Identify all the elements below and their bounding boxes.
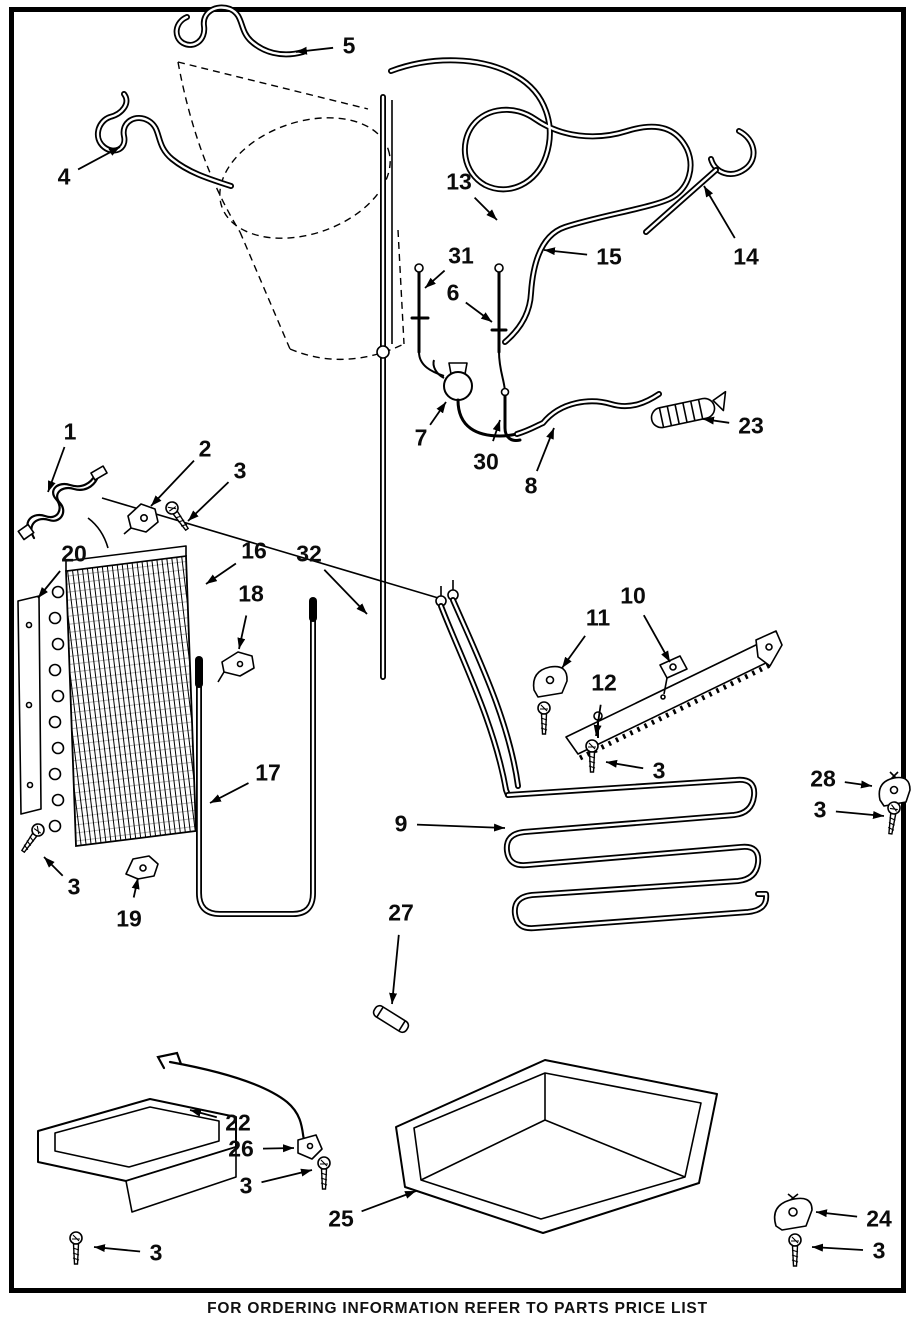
wire-harness-1 [17,465,108,541]
defrost-heater-9 [435,580,770,932]
condenser-tube-5 [173,4,306,58]
screw-3 [585,739,599,773]
callout-arrow-26 [262,1144,295,1153]
callout-arrow-5 [295,46,334,55]
callout-arrow-32 [323,569,368,615]
callout-arrow-23 [702,416,730,425]
callout-arrow-24 [815,1209,858,1218]
drain-pan-25 [395,1059,718,1234]
capillary-tube-32 [101,94,446,680]
bracket-26 [297,1134,323,1160]
callout-arrow-16 [205,562,237,585]
callout-arrow-1 [47,446,66,493]
callout-arrow-3 [605,759,644,770]
callout-arrow-25 [361,1190,417,1213]
callout-arrow-28 [844,780,873,789]
evaporator-16 [48,517,197,848]
clip-24 [773,1193,813,1231]
callout-arrow-22 [189,1108,218,1119]
page-border [9,7,906,1293]
footer-note: FOR ORDERING INFORMATION REFER TO PARTS … [207,1300,708,1317]
callout-arrow-3 [261,1168,313,1184]
tube-8 [514,391,662,437]
condenser-tube-4 [94,91,234,189]
callout-arrows [37,46,885,1253]
callout-arrow-11 [561,635,586,669]
bracket-2 [123,503,159,535]
tube-30 [500,387,522,442]
support-rail-10 [565,630,783,761]
screw-3 [788,1233,802,1267]
screw-3 [69,1231,83,1265]
callout-arrow-19 [131,877,140,898]
callout-arrow-3 [187,481,230,522]
callout-arrow-20 [37,570,61,599]
clip-28 [878,771,911,807]
discharge-tube-13 [388,57,694,345]
screw-3 [17,820,48,856]
callout-arrow-8 [536,427,555,472]
callout-arrow-9 [416,823,506,832]
callout-arrow-10 [643,614,671,663]
tube-27 [372,1004,410,1034]
callout-arrow-17 [209,782,249,804]
callout-arrow-15 [543,247,588,256]
water-valve-7 [432,359,519,438]
callout-arrow-3 [811,1243,864,1252]
tube-14 [643,128,757,235]
side-panel-20 [17,595,42,815]
callout-arrow-2 [150,459,195,507]
callout-arrow-12 [593,704,602,737]
wire-22 [156,1051,308,1151]
callout-arrow-3 [43,856,64,877]
bracket-18 [217,651,255,683]
callout-arrow-14 [703,185,736,239]
callout-arrow-13 [473,196,498,221]
callout-arrow-4 [77,146,121,171]
drip-tray-left [37,1098,237,1213]
screw-3 [162,498,193,534]
callout-arrow-31 [424,269,446,289]
clip-19 [125,855,159,880]
callout-arrow-7 [429,401,447,426]
callout-arrow-6 [465,301,493,323]
callout-arrow-18 [237,615,248,650]
callout-arrow-3 [835,810,885,819]
callout-arrow-27 [389,934,400,1005]
screw-3 [537,701,551,735]
screw-3 [317,1156,331,1190]
clip-11 [532,665,568,698]
callout-arrow-30 [492,419,501,442]
compressor-housing-outline [177,61,405,361]
callout-arrow-3 [93,1244,141,1253]
strain-relief-23 [650,390,727,429]
sensor-tube-17 [195,597,317,917]
